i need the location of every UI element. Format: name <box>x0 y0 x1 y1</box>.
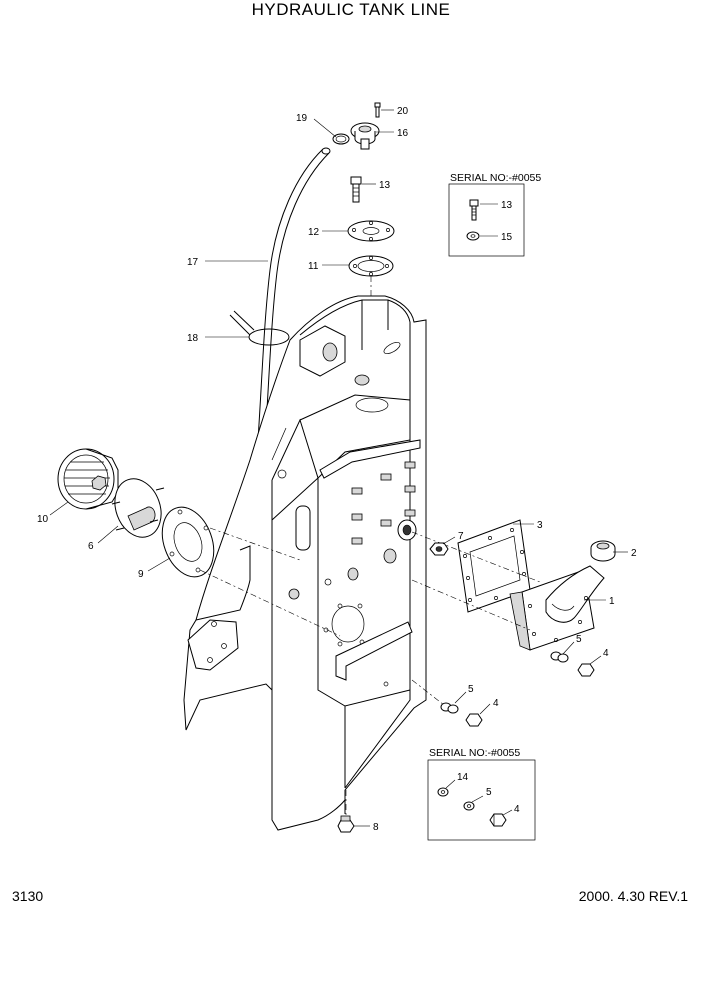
callout-5-serial: 5 <box>486 787 492 798</box>
washer-icon <box>440 702 459 714</box>
callout-15: 15 <box>501 232 513 243</box>
revision-label: 2000. 4.30 REV.1 <box>578 888 688 904</box>
callout-6: 6 <box>88 541 94 552</box>
screw-icon <box>374 102 381 118</box>
washer-icon <box>463 801 475 811</box>
nut-icon <box>465 713 483 727</box>
callout-1: 1 <box>609 596 615 607</box>
gasket-icon <box>348 255 394 277</box>
serial-box-upper: SERIAL NO:-#0055 13 15 <box>448 172 541 257</box>
suction-strainer-icon <box>57 448 119 510</box>
callout-18: 18 <box>187 333 199 344</box>
callout-17: 17 <box>187 257 199 268</box>
breather-cap-icon <box>350 122 380 150</box>
callout-11: 11 <box>308 261 319 272</box>
stud-icon <box>351 461 416 545</box>
callout-labels: 20 16 19 13 12 11 17 18 10 6 9 7 3 2 1 5… <box>37 106 637 833</box>
page-title: HYDRAULIC TANK LINE <box>251 0 451 19</box>
nut-icon <box>577 663 595 677</box>
washer-icon <box>437 787 449 797</box>
filler-cap-icon <box>590 540 616 562</box>
callout-20: 20 <box>397 106 409 117</box>
page-number: 3130 <box>12 888 44 904</box>
callout-10: 10 <box>37 514 49 525</box>
callout-9: 9 <box>138 569 144 580</box>
bolt-icon <box>350 176 362 203</box>
callout-12: 12 <box>308 227 320 238</box>
drain-plug-icon <box>337 815 355 833</box>
hose-clamp-icon <box>332 133 350 145</box>
callout-13-serial: 13 <box>501 200 513 211</box>
bolt-icon <box>469 199 479 221</box>
callout-5b: 5 <box>468 684 474 695</box>
callout-8: 8 <box>373 822 379 833</box>
washer-icon <box>550 651 569 663</box>
serial-box-lower: SERIAL NO:-#0055 14 5 4 <box>427 747 536 841</box>
callout-4b: 4 <box>493 698 499 709</box>
callout-3: 3 <box>537 520 543 531</box>
filler-cover-icon <box>509 565 605 651</box>
callout-7: 7 <box>458 531 464 542</box>
callout-2: 2 <box>631 548 637 559</box>
serial-label-lower: SERIAL NO:-#0055 <box>429 747 520 759</box>
cable-tie-icon <box>229 310 290 346</box>
hydraulic-tank <box>183 295 427 831</box>
nut-icon <box>489 813 507 827</box>
flange-plate-icon <box>111 478 165 538</box>
callout-16: 16 <box>397 128 409 139</box>
callout-13: 13 <box>379 180 391 191</box>
callout-19: 19 <box>296 113 308 124</box>
serial-label-upper: SERIAL NO:-#0055 <box>450 172 541 184</box>
flange-gasket-icon <box>161 506 215 578</box>
callout-5a: 5 <box>576 634 582 645</box>
cover-plate-icon <box>347 220 395 242</box>
callout-14: 14 <box>457 772 469 783</box>
washer-icon <box>466 231 480 241</box>
callout-4a: 4 <box>603 648 609 659</box>
callout-4-serial: 4 <box>514 804 520 815</box>
nut-icon <box>429 542 449 556</box>
